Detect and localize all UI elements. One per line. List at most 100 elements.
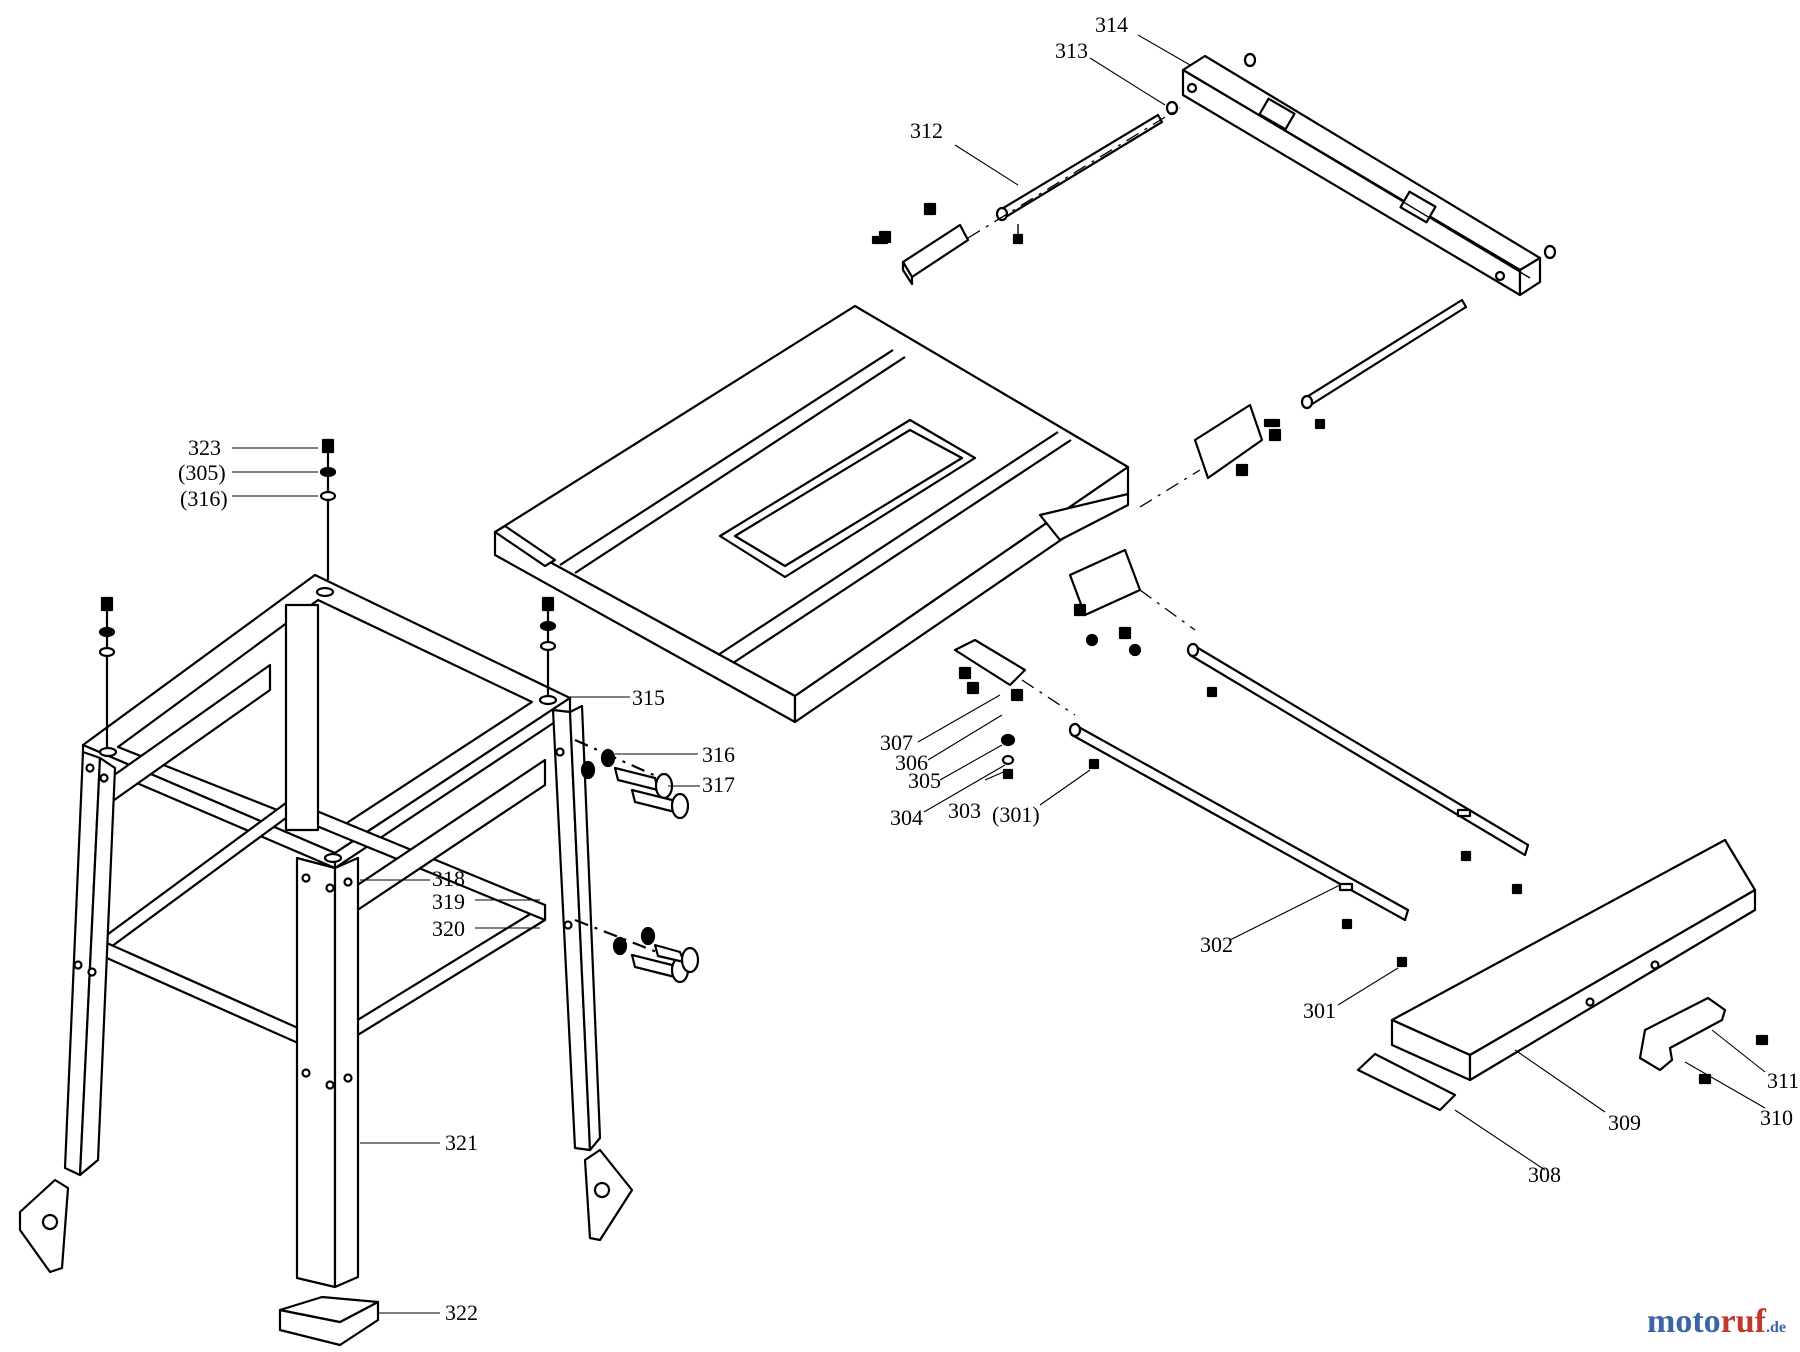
rod-312 — [995, 113, 1164, 245]
washer-305 — [319, 466, 337, 478]
leader-311 — [1711, 1029, 1766, 1073]
label-303: 303 — [948, 798, 981, 823]
rod-screw-head — [1341, 918, 1353, 930]
label-305b: (305) — [178, 460, 226, 485]
extension-table-309 — [1390, 838, 1757, 1082]
rod-screw-head — [1012, 233, 1024, 245]
leader-305a — [939, 744, 1003, 781]
strip-308-body — [1356, 1052, 1457, 1112]
label-310: 310 — [1760, 1105, 1793, 1130]
rod-302-end — [1068, 722, 1082, 738]
washer-left — [98, 626, 116, 638]
stand-feet — [18, 1148, 634, 1347]
rail-314-bracket — [1399, 190, 1437, 224]
label-302: 302 — [1200, 932, 1233, 957]
rod-rear — [1300, 298, 1468, 430]
rod-screw-head — [1206, 686, 1218, 698]
screw-310 — [1698, 1073, 1712, 1085]
foot-right — [583, 1148, 634, 1242]
bolt — [1263, 418, 1281, 428]
rod-screw-head — [1460, 850, 1472, 862]
label-312: 312 — [910, 118, 943, 143]
label-316a: 316 — [702, 742, 735, 767]
label-301a: 301 — [1303, 998, 1336, 1023]
stand-lower-rail-left — [98, 798, 292, 957]
watermark-part3: .de — [1766, 1319, 1786, 1336]
label-316b: (316) — [180, 486, 228, 511]
bracket-upper-end — [901, 260, 914, 286]
watermark-part2: ruf — [1720, 1303, 1766, 1340]
label-305a: 305 — [908, 768, 941, 793]
bracket-upper-body — [901, 223, 970, 279]
label-323: 323 — [188, 435, 221, 460]
bolt-right — [541, 596, 555, 612]
bracket-mid — [1193, 403, 1282, 480]
rod-rear-body — [1303, 298, 1468, 408]
axis — [967, 107, 1181, 239]
leg-hole — [73, 960, 83, 970]
leader-309 — [1514, 1049, 1606, 1113]
table-top-side-skirt — [1038, 492, 1130, 542]
stand-side-bolts — [574, 738, 700, 984]
label-311: 311 — [1767, 1068, 1799, 1093]
label-304: 304 — [890, 805, 923, 830]
leader-308 — [1454, 1109, 1546, 1171]
label-313: 313 — [1055, 38, 1088, 63]
rod-screw-head — [1511, 883, 1523, 895]
leader-lines — [232, 34, 1766, 1314]
knob — [1118, 626, 1132, 640]
washer-305 — [1001, 754, 1015, 766]
rail-314-hole — [1186, 82, 1198, 94]
handle-311-body — [1638, 996, 1727, 1072]
washer-left-2 — [98, 646, 116, 658]
table-rear-lip — [493, 524, 557, 568]
leader-301a — [1337, 967, 1399, 1006]
stand-lower-rail-front — [98, 938, 327, 1057]
miter-slot-left-b — [574, 356, 906, 574]
washer-306 — [1000, 733, 1016, 747]
stand-leg-left-side — [78, 756, 117, 1177]
knob — [1235, 463, 1249, 477]
leg-hole — [85, 763, 95, 773]
bolt-317-shaft — [613, 766, 660, 792]
frame-hole — [538, 694, 558, 706]
knob — [1268, 428, 1282, 442]
leg-hole — [301, 873, 311, 883]
rod-slot — [1456, 808, 1472, 818]
bolt-side-2-head — [670, 792, 690, 820]
miter-slot-left-a — [559, 349, 894, 566]
rail-314-bracket — [1258, 97, 1296, 131]
washer-end — [1543, 244, 1557, 260]
label-317: 317 — [702, 772, 735, 797]
leader-301b — [1039, 769, 1091, 806]
watermark-part1: moto — [1647, 1303, 1721, 1340]
stand-frame — [63, 573, 602, 1289]
rod-312-end — [995, 206, 1009, 222]
frame-hole — [98, 746, 118, 758]
frame-hole — [315, 586, 335, 598]
ext-hole — [1585, 997, 1595, 1007]
rod-screw-head — [1314, 418, 1326, 430]
leader-303 — [984, 769, 1009, 781]
knob — [1073, 603, 1087, 617]
label-322: 322 — [445, 1300, 478, 1325]
strip-308 — [1356, 1052, 1457, 1112]
rod-screw-head — [1088, 758, 1100, 770]
knob — [958, 666, 972, 680]
axis — [1139, 469, 1201, 508]
rail-314-end — [1518, 256, 1542, 297]
label-306: 306 — [895, 750, 928, 775]
miter-slot-right-a — [717, 431, 1059, 656]
handle-311 — [1638, 996, 1769, 1085]
label-301b: (301) — [992, 802, 1040, 827]
rod-312-body — [998, 113, 1164, 220]
bolt-lower-2-head — [680, 946, 700, 974]
leg-hole — [87, 967, 97, 977]
label-318: 318 — [432, 866, 465, 891]
rail-314-top — [1181, 54, 1542, 272]
washer-side-2 — [580, 760, 596, 780]
washer-316-side — [600, 748, 616, 768]
knob — [923, 202, 937, 216]
